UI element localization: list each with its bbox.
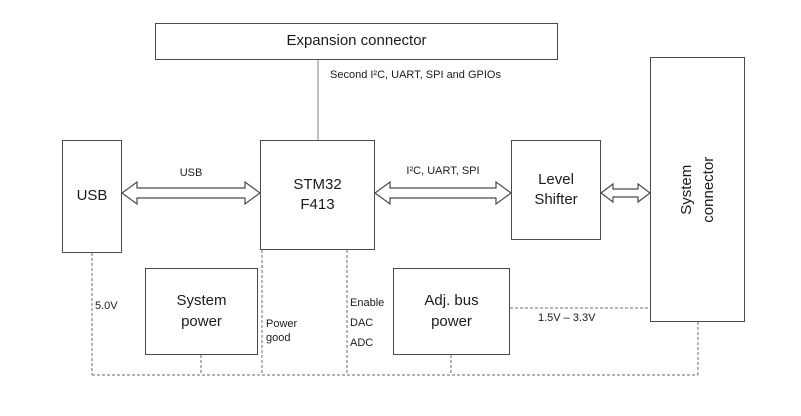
system-connector-box-label: System connector <box>677 156 717 223</box>
usb-box: USB <box>62 140 122 253</box>
adj-bus-power-box-label: Adj. bus power <box>424 292 479 330</box>
level-shifter-box-label: Level Shifter <box>534 170 578 208</box>
stm32-levelshifter-arrow <box>373 180 513 206</box>
usb-voltage-label: 5.0V <box>95 300 118 312</box>
expansion-bus-label: Second I²C, UART, SPI and GPIOs <box>330 69 501 81</box>
power-good-label: Power good <box>266 318 298 345</box>
system-power-box-label: System power <box>176 292 227 330</box>
levelshifter-systemconnector-arrow <box>600 182 651 204</box>
stm32-box: STM32 F413 <box>260 140 375 250</box>
bus-voltage-label: 1.5V – 3.3V <box>538 312 596 324</box>
system-power-box: System power <box>145 268 258 355</box>
adc-label: ADC <box>350 337 374 349</box>
system-connector-box: System connector <box>650 57 745 322</box>
stm32-box-label: STM32 F413 <box>293 175 342 213</box>
usb-stm32-arrow <box>120 180 262 206</box>
expansion-connector-label: Expansion connector <box>286 32 427 50</box>
usb-box-label: USB <box>76 187 108 205</box>
dac-label: DAC <box>350 317 374 329</box>
enable-label: Enable <box>350 297 385 309</box>
usb-link-label: USB <box>179 167 203 179</box>
expansion-connector-box: Expansion connector <box>155 23 558 60</box>
i2c-link-label: I²C, UART, SPI <box>406 165 480 177</box>
adj-bus-power-box: Adj. bus power <box>393 268 510 355</box>
level-shifter-box: Level Shifter <box>511 140 601 240</box>
